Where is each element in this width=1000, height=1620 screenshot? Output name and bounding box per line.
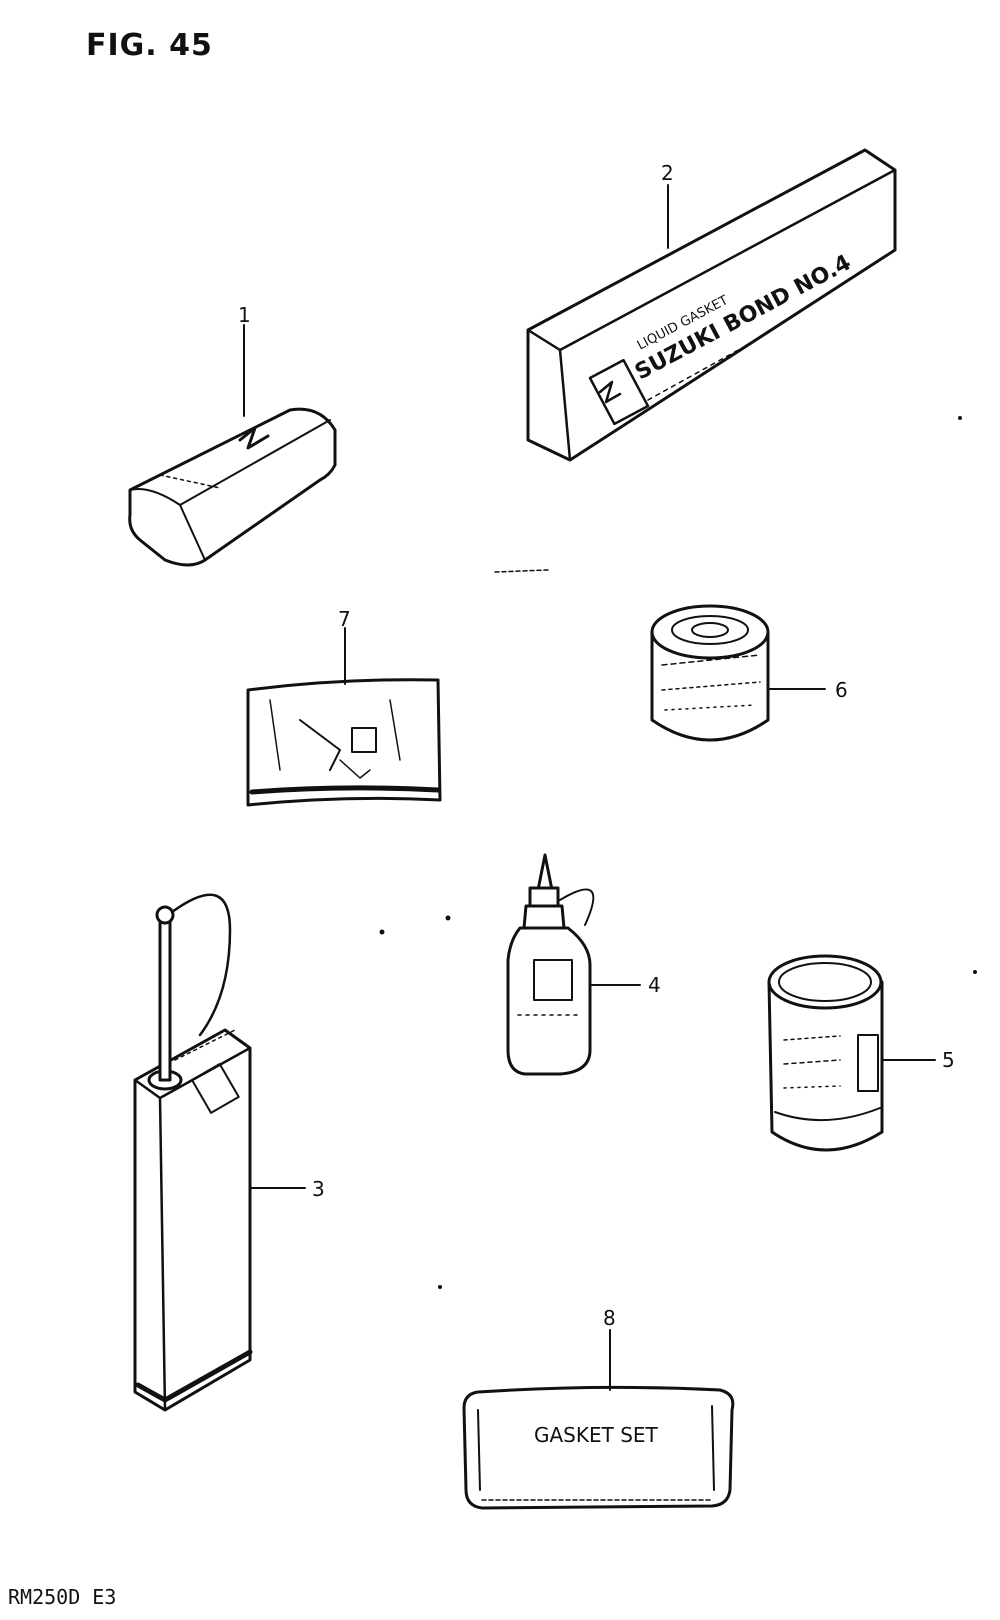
part-5-large-can <box>767 954 884 1152</box>
callout-5: 5 <box>942 1048 955 1072</box>
part-7-clear-bag <box>246 678 442 807</box>
gasket-set-label: GASKET SET <box>534 1423 659 1447</box>
stray-dot <box>379 929 385 935</box>
part-2-bond-box: LIQUID GASKET SUZUKI BOND NO.4 <box>526 148 897 462</box>
stray-dot <box>958 416 962 420</box>
stray-dot <box>445 915 451 921</box>
figure-title: FIG. 45 <box>86 28 213 63</box>
part-4-oil-bottle <box>506 853 595 1076</box>
callout-1: 1 <box>238 303 251 327</box>
part-6-small-can <box>650 604 770 742</box>
part-1-tool-pouch <box>128 407 337 567</box>
stray-dot <box>438 1285 442 1289</box>
stray-dot <box>973 970 977 974</box>
callout-2: 2 <box>661 161 674 185</box>
model-code: RM250D E3 <box>8 1585 117 1609</box>
callout-7: 7 <box>338 607 351 631</box>
callout-8: 8 <box>603 1306 616 1330</box>
callout-4: 4 <box>648 973 661 997</box>
part-8-gasket-envelope: GASKET SET <box>462 1385 735 1510</box>
callout-6: 6 <box>835 678 848 702</box>
stray-mark <box>494 569 549 573</box>
part-3-oil-can <box>133 893 253 1412</box>
callout-3: 3 <box>312 1177 325 1201</box>
